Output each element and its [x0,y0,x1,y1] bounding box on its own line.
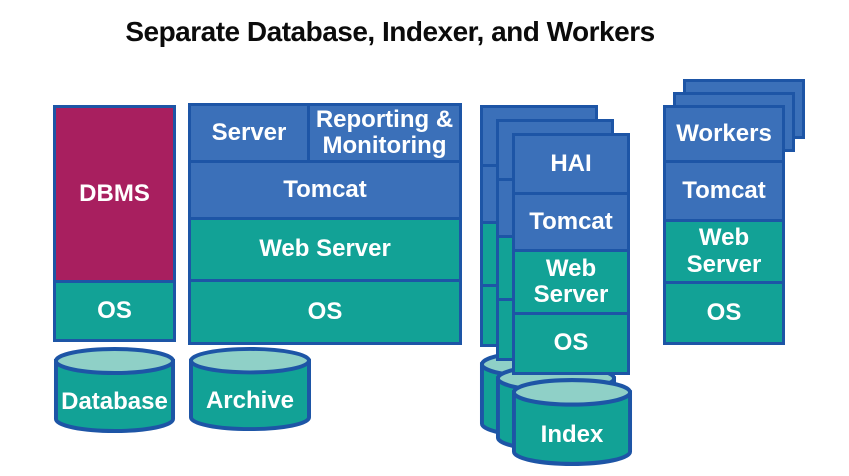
web-server-box: Web Server [512,249,630,315]
cylinder-shape [53,347,176,433]
database-cylinder: Database [53,347,176,435]
index-cylinder-label: Index [540,420,604,448]
server-host-stack: Server Reporting & Monitoring Tomcat Web… [188,103,462,345]
archive-cylinder-label: Archive [205,387,295,415]
server-top-row: Server Reporting & Monitoring [188,103,462,163]
database-host-stack: DBMS OS [53,105,176,342]
cylinder-shape [511,378,633,466]
os-box: OS [53,280,176,342]
web-server-box: Web Server [663,219,785,284]
archive-cylinder: Archive [188,347,312,433]
hai-box: HAI [512,133,630,195]
indexer-host-group: HAI Tomcat Web Server OS Index [511,133,634,468]
workers-box: Workers [663,105,785,163]
os-box: OS [512,312,630,375]
indexer-host-stack: HAI Tomcat Web Server OS [512,133,630,375]
os-box: OS [188,279,462,345]
web-server-box: Web Server [188,217,462,282]
slide-title: Separate Database, Indexer, and Workers [125,16,655,47]
os-box: OS [663,281,785,345]
dbms-box: DBMS [53,105,176,283]
reporting-monitoring-box: Reporting & Monitoring [307,103,462,163]
tomcat-box: Tomcat [188,160,462,220]
index-cylinder: Index [511,378,633,468]
cylinder-shape [189,347,311,432]
workers-host-group: Workers Tomcat Web Server OS [663,79,809,350]
workers-host-stack: Workers Tomcat Web Server OS [663,105,785,345]
tomcat-box: Tomcat [663,160,785,222]
database-cylinder-label: Database [61,388,168,416]
tomcat-box: Tomcat [512,192,630,252]
server-box: Server [188,103,310,163]
